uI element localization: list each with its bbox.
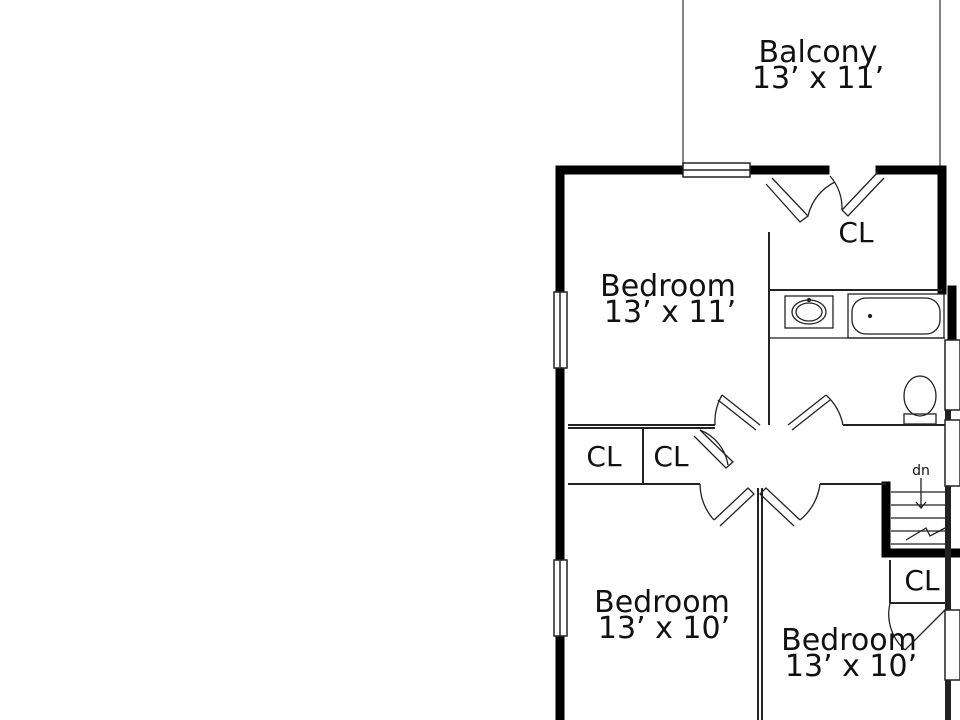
stairs	[891, 478, 946, 545]
bedroom-lower-right-dims: 13’ x 10’	[785, 649, 917, 684]
vanity	[784, 295, 834, 329]
exterior-walls	[555, 165, 960, 720]
balcony-outline	[682, 0, 941, 166]
bedroom-top-name: Bedroom	[600, 269, 736, 304]
window-right-2	[944, 419, 960, 487]
closet-label-top-right: CL	[838, 216, 874, 249]
bathtub	[847, 293, 945, 339]
window-right-1	[944, 339, 960, 411]
bedroom-lower-left-name: Bedroom	[594, 585, 730, 620]
doors	[693, 171, 946, 651]
toilet	[903, 375, 937, 417]
balcony-dims: 13’ x 11’	[752, 61, 884, 96]
balcony-name: Balcony	[759, 35, 878, 70]
windows	[553, 162, 960, 681]
bedroom-top-dims: 13’ x 11’	[604, 295, 736, 330]
stairs-direction-label: dn	[912, 463, 930, 479]
closet-label-hall-left: CL	[586, 440, 622, 473]
window-right-3	[944, 609, 960, 681]
bathroom-fixtures	[769, 293, 945, 425]
bedroom-lower-right-name: Bedroom	[781, 623, 917, 658]
bedroom-lower-left-dims: 13’ x 10’	[598, 611, 730, 646]
closet-label-hall-right: CL	[653, 440, 689, 473]
closet-label-lower-right: CL	[904, 564, 940, 597]
